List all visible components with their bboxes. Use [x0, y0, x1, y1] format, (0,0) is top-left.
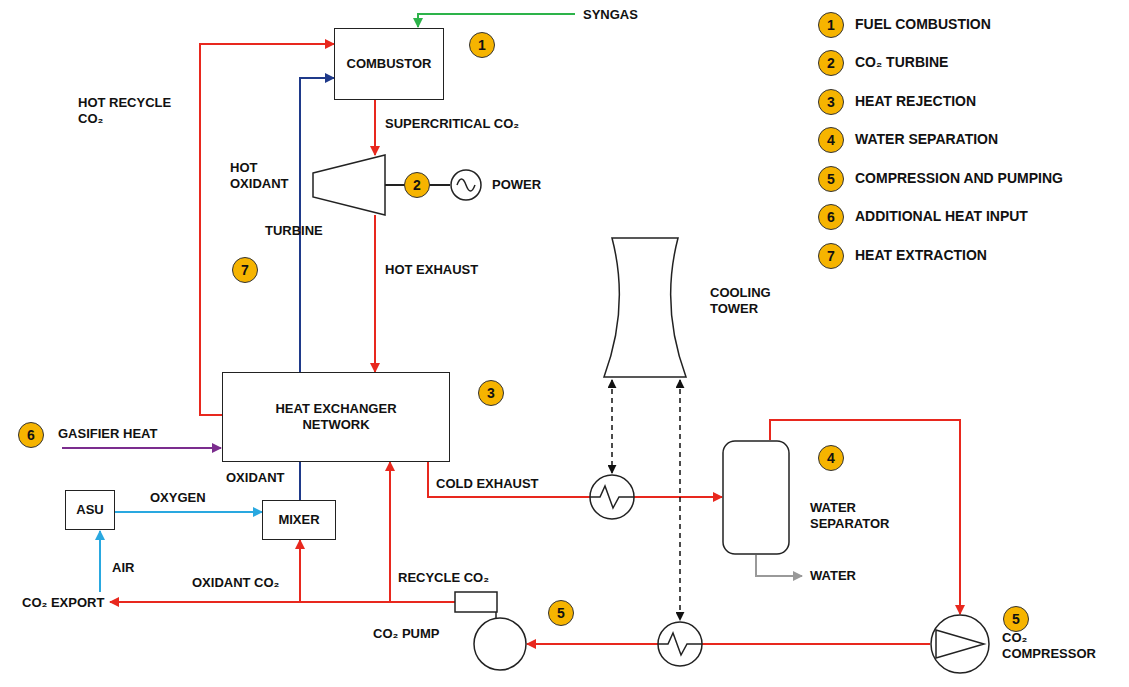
- callout-number: 4: [818, 127, 844, 153]
- edge-label: SUPERCRITICAL CO₂: [385, 116, 525, 132]
- edge-label: HOT RECYCLE CO₂: [78, 95, 178, 128]
- air-line: [99, 531, 101, 592]
- turbine-symbol: TURBINE: [313, 155, 385, 215]
- callout-number: 5: [1003, 606, 1029, 632]
- separator-vessel-outline: [722, 440, 790, 555]
- node-label: CO₂ COMPRESSOR: [1002, 630, 1102, 663]
- legend-text: COMPRESSION AND PUMPING: [855, 170, 1063, 186]
- node-label: CO₂ PUMP: [373, 626, 449, 642]
- callout-number: 2: [404, 172, 430, 198]
- process-box: ASU: [65, 490, 115, 530]
- edge-label: RECYCLE CO₂: [398, 570, 508, 586]
- callout-number: 5: [548, 600, 574, 626]
- callout-number: 1: [818, 12, 844, 38]
- pump-symbol: CO₂ PUMP: [455, 592, 527, 672]
- node-label: COOLING TOWER: [710, 285, 800, 318]
- edge-label: HOT EXHAUST: [385, 262, 495, 278]
- cooling-water-line: [679, 380, 681, 620]
- flow-connector: [299, 462, 301, 500]
- node-label: COMBUSTOR: [347, 56, 432, 72]
- heat-exchanger-symbol: [590, 475, 634, 519]
- co2-export-line: [110, 601, 455, 603]
- pump-symbol-outline: [455, 592, 527, 672]
- legend-text: HEAT REJECTION: [855, 93, 976, 109]
- legend-text: HEAT EXTRACTION: [855, 247, 987, 263]
- heat-exchanger-coil: [658, 633, 702, 655]
- node-label: POWER: [492, 177, 562, 193]
- edge-label: OXYGEN: [150, 490, 240, 506]
- annotation-label: AIR: [112, 560, 152, 576]
- cooling-tower-outline: [598, 237, 692, 377]
- callout-number: 7: [232, 257, 258, 283]
- flow-connector: [374, 100, 376, 155]
- process-box: COMBUSTOR: [334, 28, 444, 100]
- callout-number: 1: [469, 32, 495, 58]
- flow-connector: [115, 511, 262, 513]
- process-box: MIXER: [262, 500, 336, 540]
- legend-text: ADDITIONAL HEAT INPUT: [855, 208, 1028, 224]
- node-label: ASU: [76, 502, 103, 518]
- turbine-symbol-outline: [313, 155, 385, 215]
- syngas-line: [418, 14, 575, 27]
- callout-number: 2: [818, 50, 844, 76]
- node-label: TURBINE: [265, 223, 345, 239]
- gasifier-heat-line: [62, 447, 221, 449]
- legend-text: FUEL COMBUSTION: [855, 16, 991, 32]
- annotation-label: CO₂ EXPORT: [22, 595, 112, 611]
- node-label: HEAT EXCHANGER NETWORK: [261, 401, 411, 434]
- annotation-label: GASIFIER HEAT: [58, 426, 188, 442]
- annotation-label: WATER: [810, 568, 880, 584]
- heat-exchanger-coil: [590, 486, 634, 508]
- edge-label: OXIDANT: [226, 470, 296, 486]
- flow-connector: [770, 420, 960, 614]
- process-box: HEAT EXCHANGER NETWORK: [222, 372, 450, 462]
- callout-number: 6: [818, 204, 844, 230]
- edge-label: COLD EXHAUST: [436, 476, 556, 492]
- node-label: MIXER: [278, 512, 319, 528]
- compressor-symbol: CO₂ COMPRESSOR: [930, 614, 990, 674]
- cooling-water-line: [611, 380, 613, 473]
- callout-number: 6: [18, 422, 44, 448]
- generator-symbol-outline: [450, 169, 482, 201]
- flow-connector: [428, 462, 722, 497]
- callout-number: 4: [818, 445, 844, 471]
- edge-label: OXIDANT CO₂: [192, 575, 292, 591]
- callout-number: 3: [478, 380, 504, 406]
- generator-symbol: POWER: [450, 169, 482, 201]
- legend-text: CO₂ TURBINE: [855, 54, 948, 70]
- legend-text: WATER SEPARATION: [855, 131, 998, 147]
- compressor-symbol-outline: [930, 614, 990, 674]
- heat-exchanger-symbol: [658, 622, 702, 666]
- callout-number: 5: [818, 166, 844, 192]
- cooling-tower: COOLING TOWER: [598, 237, 692, 377]
- flow-connector: [374, 215, 376, 372]
- water-line: [756, 555, 802, 576]
- separator-vessel: WATER SEPARATOR: [722, 440, 790, 555]
- node-label: WATER SEPARATOR: [810, 500, 910, 533]
- edge-label: HOT OXIDANT: [230, 160, 290, 193]
- flow-connector: [527, 643, 930, 645]
- callout-number: 7: [818, 243, 844, 269]
- callout-number: 3: [818, 89, 844, 115]
- annotation-label: SYNGAS: [583, 7, 663, 23]
